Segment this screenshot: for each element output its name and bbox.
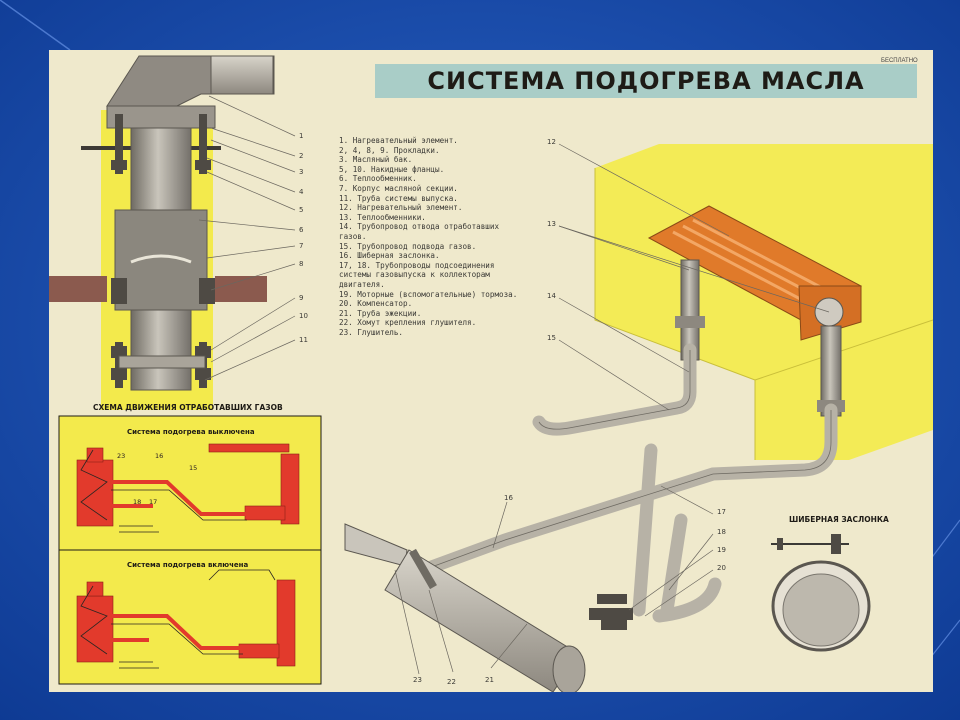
scheme-off-circuit: [76, 443, 300, 527]
callout-12: 12: [547, 138, 556, 146]
scheme-callout-18: 18: [133, 498, 142, 506]
flow-scheme-panels: [58, 415, 322, 685]
callout-19: 19: [717, 546, 726, 554]
legend-item: 11. Труба системы выпуска.: [339, 193, 458, 203]
callout-11: 11: [299, 336, 308, 344]
poster: СИСТЕМА ПОДОГРЕВА МАСЛА БЕСПЛАТНО 1. Наг…: [49, 50, 933, 692]
legend-item: 13. Теплообменники.: [339, 212, 426, 222]
muffler: [344, 523, 586, 692]
legend-item: 23. Глушитель.: [339, 327, 404, 337]
scheme-callout-15: 15: [189, 464, 198, 472]
legend-item: 3. Масляный бак.: [339, 155, 413, 165]
legend-item: 21. Труба эжекции.: [339, 308, 422, 318]
title-band: СИСТЕМА ПОДОГРЕВА МАСЛА: [375, 64, 917, 98]
callout-7: 7: [299, 242, 304, 250]
legend-item: 16. Шиберная заслонка.: [339, 251, 440, 261]
legend-item: двигателя.: [339, 279, 385, 289]
callout-18: 18: [717, 528, 726, 536]
callout-22: 22: [447, 678, 456, 686]
callout-15: 15: [547, 334, 556, 342]
callout-10: 10: [299, 312, 308, 320]
heater-cross-section: [49, 55, 296, 410]
legend-item: 15. Трубопровод подвода газов.: [339, 241, 477, 251]
corner-label: БЕСПЛАТНО: [881, 58, 918, 64]
page-title: СИСТЕМА ПОДОГРЕВА МАСЛА: [427, 67, 865, 95]
legend-item: 2, 4, 8, 9. Прокладки.: [339, 145, 440, 155]
legend-item: 6. Теплообменник.: [339, 174, 417, 184]
assembly-illustration: [344, 143, 933, 692]
callout-17: 17: [717, 508, 726, 516]
callout-14: 14: [547, 292, 556, 300]
callout-6: 6: [299, 226, 304, 234]
scheme-callout-23: 23: [117, 452, 126, 460]
callout-23: 23: [413, 676, 422, 684]
legend-item: 17, 18. Трубопроводы подсоединения: [339, 260, 495, 270]
flow-scheme-caption: СХЕМА ДВИЖЕНИЯ ОТРАБОТАВШИХ ГАЗОВ: [93, 403, 283, 412]
legend-item: 14. Трубопровод отвода отработавших: [339, 222, 500, 232]
legend-item: 22. Хомут крепления глушителя.: [339, 318, 477, 328]
callout-1: 1: [299, 132, 304, 140]
heating-off-caption: Система подогрева выключена: [127, 428, 255, 436]
engine-brakes: [589, 594, 633, 630]
callout-3: 3: [299, 168, 304, 176]
legend-item: газов.: [339, 231, 367, 241]
damper-valve: [771, 534, 871, 652]
parts-legend: 1. Нагревательный элемент. 2, 4, 8, 9. П…: [339, 136, 579, 337]
legend-item: 19. Моторные (вспомогательные) тормоза.: [339, 289, 518, 299]
callout-8: 8: [299, 260, 304, 268]
callout-21: 21: [485, 676, 494, 684]
scheme-callout-17: 17: [149, 498, 158, 506]
legend-item: 12. Нагревательный элемент.: [339, 203, 463, 213]
legend-item: системы газовыпуска к коллекторам: [339, 270, 490, 280]
callout-20: 20: [717, 564, 726, 572]
legend-item: 5, 10. Накидные фланцы.: [339, 164, 445, 174]
diagram-artwork: [49, 55, 933, 692]
damper-caption: ШИБЕРНАЯ ЗАСЛОНКА: [789, 515, 889, 524]
heating-on-caption: Система подогрева включена: [127, 561, 249, 569]
legend-item: 1. Нагревательный элемент.: [339, 136, 458, 145]
legend-item: 20. Компенсатор.: [339, 299, 413, 309]
callout-2: 2: [299, 152, 304, 160]
callout-9: 9: [299, 294, 304, 302]
callout-13: 13: [547, 220, 556, 228]
callout-4: 4: [299, 188, 304, 196]
scheme-callout-16: 16: [155, 452, 164, 460]
callout-16: 16: [504, 494, 513, 502]
legend-item: 7. Корпус масляной секции.: [339, 183, 458, 193]
callout-5: 5: [299, 206, 304, 214]
